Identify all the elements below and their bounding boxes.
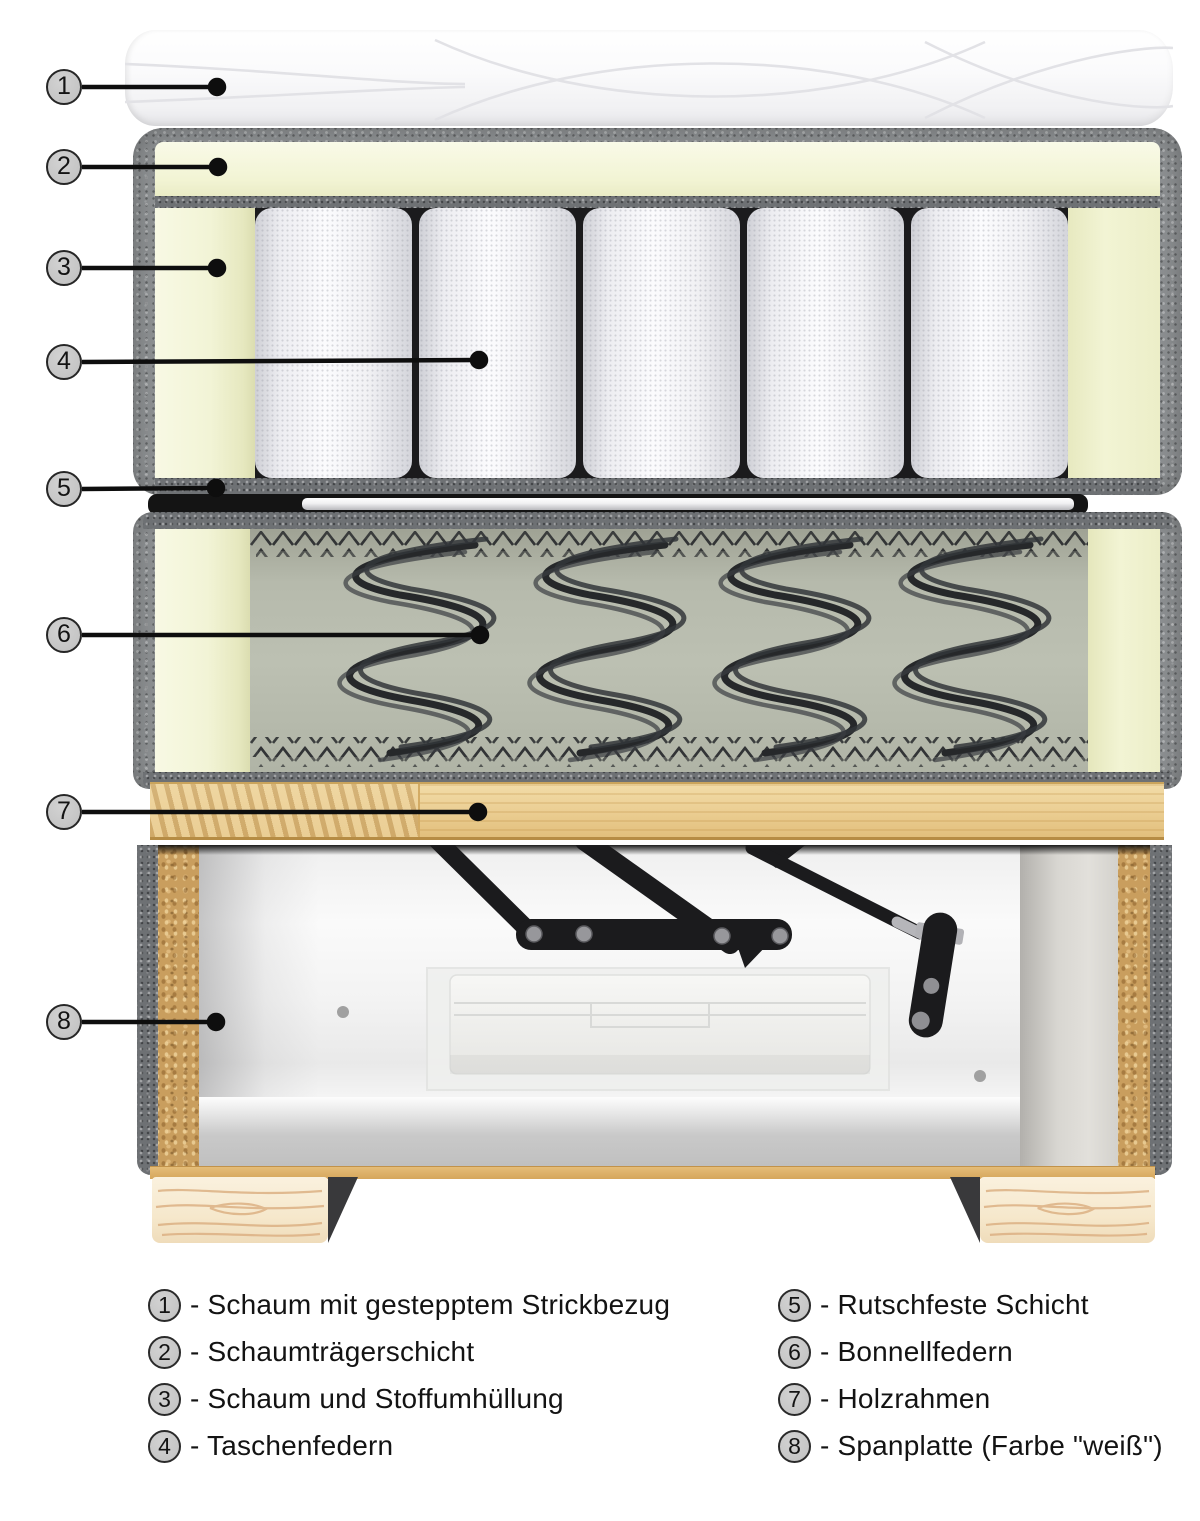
legend-label: - Schaumträgerschicht — [190, 1336, 475, 1367]
pocket-spring — [255, 208, 412, 478]
bonnell-spring — [530, 539, 684, 760]
upper-mattress — [133, 128, 1182, 495]
box-chipboard-left — [158, 845, 199, 1170]
bonnell-springs — [250, 531, 1088, 767]
legend-badge-5: 5 — [778, 1288, 811, 1322]
fabric-divider-band — [155, 196, 1160, 208]
pocket-spring — [747, 208, 904, 478]
bonnell-spring — [895, 539, 1049, 760]
callout-1-badge: 1 — [46, 69, 82, 105]
topper-layer — [125, 30, 1173, 126]
foam-carrier-layer — [155, 142, 1160, 196]
pocket-spring — [583, 208, 740, 478]
pocket-spring-zone — [155, 208, 1160, 478]
bonnell-spring — [715, 539, 869, 760]
legend-badge-1: 1 — [148, 1288, 181, 1322]
legend-item: 7 - Holzrahmen — [778, 1381, 990, 1417]
screw-hole — [337, 1006, 349, 1018]
legend-item: 3 - Schaum und Stoffumhüllung — [148, 1381, 564, 1417]
box-fabric-right — [1150, 845, 1172, 1175]
legend-label: - Bonnellfedern — [820, 1336, 1013, 1367]
pocket-spring — [911, 208, 1068, 478]
box-interior-right-wall — [1020, 845, 1118, 1170]
foam-side-panel-left — [155, 208, 255, 478]
callout-8-badge: 8 — [46, 1004, 82, 1040]
storage-box — [137, 845, 1172, 1180]
bed-leg-right — [980, 1177, 1155, 1243]
wood-frame — [150, 782, 1164, 840]
leg-wood-grain — [983, 1189, 1152, 1237]
legend-item: 5 - Rutschfeste Schicht — [778, 1287, 1089, 1323]
box-interior-floor — [199, 1097, 1020, 1166]
legend-label: - Taschenfedern — [190, 1430, 394, 1461]
legend-badge-6: 6 — [778, 1335, 811, 1369]
box-bottom-wood-strip — [150, 1166, 1155, 1179]
bed-leg-left — [152, 1177, 328, 1243]
box-interior-left-shading — [199, 845, 319, 1125]
legend-item: 8 - Spanplatte (Farbe "weiß") — [778, 1428, 1163, 1464]
anti-slip-layer — [302, 498, 1074, 510]
screw-hole — [974, 1070, 986, 1082]
pivot-bar — [516, 919, 792, 950]
legend-item: 1 - Schaum mit gestepptem Strickbezug — [148, 1287, 670, 1323]
legend-label: - Holzrahmen — [820, 1383, 991, 1414]
callout-5-badge: 5 — [46, 471, 82, 507]
upper-mattress-bottom-band — [155, 478, 1160, 495]
wood-frame-lamination-seam — [150, 810, 420, 813]
legend-badge-4: 4 — [148, 1429, 181, 1463]
lower-mattress — [133, 512, 1182, 789]
link-plate — [908, 912, 965, 1038]
callout-6-badge: 6 — [46, 617, 82, 653]
callout-7-badge: 7 — [46, 794, 82, 830]
callout-4-badge: 4 — [46, 344, 82, 380]
topper-quilt-seams — [125, 38, 1173, 122]
legend-item: 2 - Schaumträgerschicht — [148, 1334, 474, 1370]
legend-badge-3: 3 — [148, 1382, 181, 1416]
box-chipboard-right — [1118, 845, 1150, 1170]
lower-mattress-top-band — [143, 512, 1172, 529]
legend-label: - Rutschfeste Schicht — [820, 1289, 1089, 1320]
lift-mechanism — [337, 845, 986, 1091]
bonnell-spring — [340, 539, 494, 760]
legend-label: - Schaum mit gestepptem Strickbezug — [190, 1289, 671, 1320]
callout-2-badge: 2 — [46, 149, 82, 185]
pocket-spring — [419, 208, 576, 478]
pivot-rivets — [525, 925, 789, 945]
box-fabric-left — [137, 845, 158, 1175]
legend-item: 4 - Taschenfedern — [148, 1428, 393, 1464]
legend-badge-8: 8 — [778, 1429, 811, 1463]
bonnell-foam-left — [155, 529, 250, 772]
legend-badge-7: 7 — [778, 1382, 811, 1416]
leg-shadow-wedge-left — [328, 1177, 358, 1243]
storage-tray — [426, 967, 890, 1091]
bonnell-foam-right — [1088, 529, 1160, 772]
box-top-shadow — [158, 845, 1150, 855]
leg-shadow-wedge-right — [950, 1177, 980, 1243]
pocket-springs-row — [255, 208, 1068, 478]
legend-badge-2: 2 — [148, 1335, 181, 1369]
leg-wood-grain — [155, 1188, 325, 1237]
legend-label: - Spanplatte (Farbe "weiß") — [820, 1430, 1163, 1461]
callout-3-badge: 3 — [46, 250, 82, 286]
foam-side-panel-right — [1068, 208, 1160, 478]
legend-label: - Schaum und Stoffumhüllung — [190, 1383, 564, 1414]
bonnell-interior — [250, 529, 1088, 772]
legend-item: 6 - Bonnellfedern — [778, 1334, 1013, 1370]
